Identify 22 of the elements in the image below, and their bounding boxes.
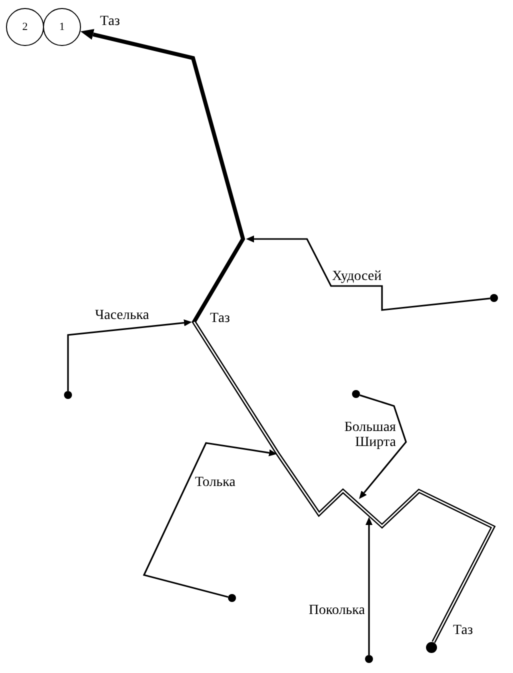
source-dot — [228, 594, 236, 602]
arrow — [359, 394, 407, 499]
river-name: Таз — [210, 311, 230, 326]
arrow — [142, 442, 277, 598]
river-name: Таз — [453, 623, 473, 638]
arrow — [246, 236, 490, 311]
river-name: Худосей — [332, 269, 382, 284]
source-dot — [365, 655, 373, 663]
source-dot — [64, 391, 72, 399]
source-dot — [426, 642, 436, 652]
river-name: Поколька — [308, 603, 365, 618]
arrow — [67, 319, 192, 391]
river-name: Таз — [100, 14, 120, 29]
river-name: Часелька — [95, 308, 150, 323]
river-name: Толька — [195, 475, 236, 490]
source-dot — [352, 390, 360, 398]
river-name: Большая Ширта — [343, 420, 396, 450]
numbered-circle: 2 — [6, 8, 44, 46]
source-dot — [490, 294, 498, 302]
arrow — [80, 29, 496, 644]
numbered-circle: 1 — [43, 8, 81, 46]
arrow — [366, 517, 372, 655]
